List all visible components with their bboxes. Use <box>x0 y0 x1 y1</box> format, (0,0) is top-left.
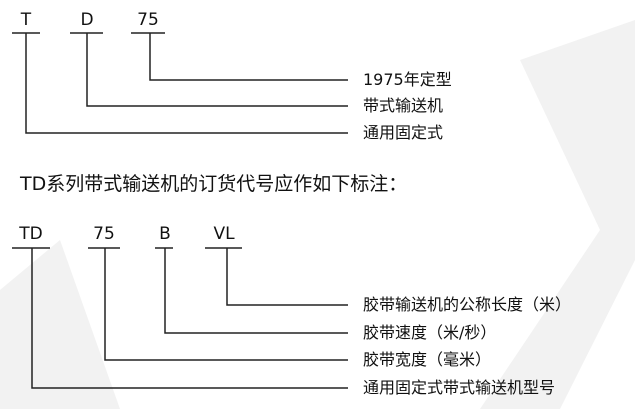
code-75: 75 <box>137 10 159 30</box>
watermark-shape <box>480 20 635 409</box>
leader-line-1975 <box>149 33 348 81</box>
code-td: TD <box>19 224 43 244</box>
label-belt-width: 胶带宽度（毫米） <box>363 350 492 369</box>
code-t: T <box>20 10 32 30</box>
watermark-shapes <box>0 20 635 409</box>
label-model: 通用固定式带式输送机型号 <box>363 378 556 397</box>
leader-line-speed <box>164 248 348 334</box>
watermark-shape <box>0 240 120 409</box>
label-general-fixed: 通用固定式 <box>363 123 444 142</box>
code-b: B <box>159 224 171 244</box>
leader-line-belt-conveyor <box>86 33 348 107</box>
label-1975: 1975年定型 <box>363 70 452 89</box>
leader-line-model <box>31 248 348 389</box>
code-vl: VL <box>213 224 235 244</box>
code-d: D <box>80 10 94 30</box>
leader-line-general-fixed <box>25 33 348 134</box>
order-code-title: TD系列带式输送机的订货代号应作如下标注： <box>20 173 408 195</box>
leader-line-length <box>226 248 348 306</box>
label-belt-conveyor: 带式输送机 <box>363 96 444 115</box>
label-belt-speed: 胶带速度（米/秒） <box>363 323 497 342</box>
label-nominal-length: 胶带输送机的公称长度（米） <box>363 295 572 314</box>
code-75-width: 75 <box>93 224 115 244</box>
leader-line-width <box>104 248 348 361</box>
